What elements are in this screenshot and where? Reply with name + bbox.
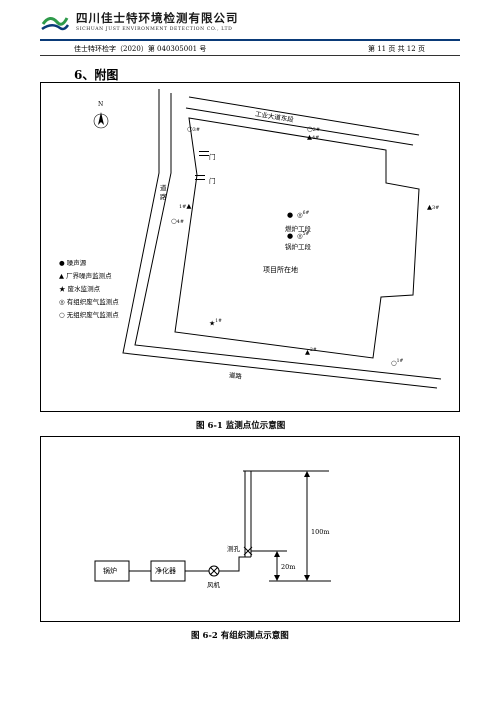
page-number: 第 11 页 共 12 页	[368, 45, 425, 53]
unorganized-point-2-label: 2#	[312, 127, 321, 133]
unorganized-point-4-label: 4#	[176, 219, 185, 225]
company-name-en: SICHUAN JUST ENVIRONMENT DETECTION CO., …	[76, 27, 233, 32]
site-label: 项目所在地	[263, 266, 298, 274]
boiler-box-label: 锅炉	[103, 567, 117, 575]
gate-mark-1	[199, 151, 209, 156]
organized-point-5: ◎5#	[297, 232, 310, 241]
stack-diagram-drawing	[94, 470, 331, 582]
company-logo	[41, 17, 70, 31]
legend-boundary-noise: ▲ 厂界噪声监测点	[59, 270, 112, 280]
boundary-point-2: ▲2#	[305, 348, 317, 357]
road-label-left: 道路	[160, 184, 168, 202]
boundary-point-4-label: 4#	[312, 135, 320, 141]
legend-unorganized-symbol: ○	[59, 311, 65, 319]
boundary-point-2-label: 2#	[310, 348, 317, 353]
organized-point-6: ◎6#	[297, 211, 310, 220]
legend-organized-symbol: ◎	[59, 298, 65, 306]
gate-mark-2	[195, 175, 205, 180]
figure-site-map: N 工业大道东段 道路 道路 门 门 项目所在地 燃炉工段 锅炉工段 ● ◎6#…	[40, 82, 460, 412]
legend-noise-source-symbol: ●	[59, 259, 65, 267]
legend-unorganized: ○ 无组织废气监测点	[59, 309, 119, 319]
boiler-label-1: 燃炉工段	[285, 225, 311, 233]
section-title: 6、附图	[74, 68, 119, 82]
legend-boundary-noise-label: 厂界噪声监测点	[66, 272, 112, 280]
company-name-cn: 四川佳士特环境检测有限公司	[76, 11, 239, 25]
legend-organized-label: 有组织废气监测点	[66, 298, 119, 306]
north-arrow-label: N	[98, 101, 104, 108]
site-map-drawing	[93, 89, 442, 389]
unorganized-point-4: ○4#	[171, 217, 185, 225]
boundary-point-1-label: 1#	[179, 204, 187, 210]
figure2-caption: 图 6-2 有组织测点示意图	[191, 631, 289, 641]
boundary-point-3-label: 3#	[432, 205, 440, 211]
sampling-port-label: 测孔	[227, 545, 240, 553]
legend-noise-source: ● 噪声源	[59, 257, 86, 267]
figure-stack-diagram: 锅炉 净化器 风机 测孔 20m 100m	[40, 436, 460, 622]
boundary-point-4: ▲4#	[307, 133, 320, 141]
legend-unorganized-label: 无组织废气监测点	[66, 311, 119, 319]
noise-source-1: ●	[287, 211, 294, 219]
gate-label-2: 门	[209, 177, 216, 185]
gate-label-1: 门	[209, 153, 216, 161]
report-number: 佳士特环检字（2020）第 040305001 号	[74, 45, 207, 53]
unorganized-point-3: ○3#	[187, 125, 201, 133]
legend-noise-source-label: 噪声源	[66, 259, 87, 267]
port-height-label: 20m	[281, 563, 296, 571]
boiler-label-2: 锅炉工段	[285, 243, 311, 251]
stack-height-label: 100m	[311, 528, 330, 536]
wastewater-point-1: ★1#	[209, 319, 222, 328]
header-rule-thin	[40, 55, 460, 56]
unorganized-point-2: ○2#	[307, 125, 321, 133]
road-label-left-text: 道路	[160, 184, 167, 201]
unorganized-point-3-label: 3#	[192, 127, 201, 133]
fan-label: 风机	[207, 581, 220, 589]
boundary-point-1: 1#▲	[179, 202, 192, 210]
legend-wastewater: ★ 废水监测点	[59, 283, 100, 293]
organized-point-5-label: 5#	[302, 232, 310, 237]
figure1-caption: 图 6-1 监测点位示意图	[196, 421, 286, 431]
legend-boundary-noise-symbol: ▲	[59, 272, 64, 280]
wastewater-point-1-label: 1#	[215, 319, 222, 324]
noise-source-2: ●	[287, 232, 294, 240]
road-label-bottom: 道路	[228, 371, 243, 381]
legend-wastewater-symbol: ★	[59, 285, 66, 293]
legend-wastewater-label: 废水监测点	[67, 285, 101, 293]
legend-organized: ◎ 有组织废气监测点	[59, 296, 119, 306]
organized-point-6-label: 6#	[302, 211, 310, 216]
unorganized-point-1: ○1#	[391, 359, 404, 368]
boundary-point-3: ▲3#	[427, 203, 440, 211]
unorganized-point-1-label: 1#	[396, 359, 404, 364]
purifier-box-label: 净化器	[155, 567, 176, 575]
header-rule	[40, 39, 460, 41]
